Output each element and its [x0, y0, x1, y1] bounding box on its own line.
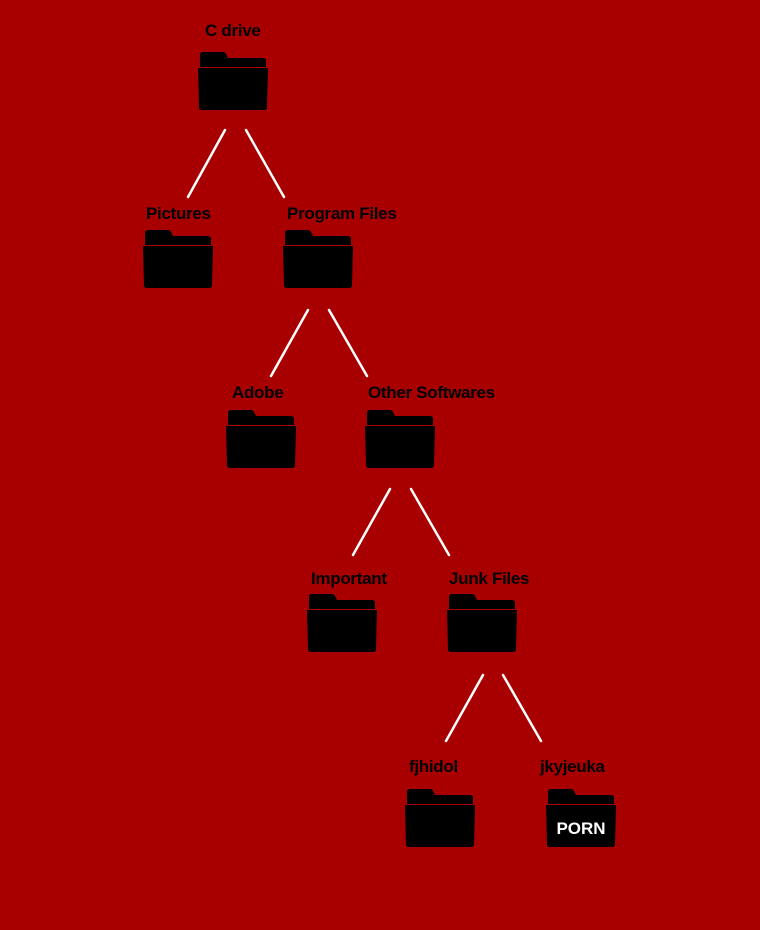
folder-label: Important [311, 569, 387, 588]
tree-edge-program-other [327, 308, 369, 378]
folder-icon[interactable] [446, 593, 518, 653]
tree-edge-root-program [244, 128, 286, 199]
tree-edge-program-adobe [269, 308, 310, 378]
folder-icon[interactable] [282, 229, 354, 289]
folder-icon[interactable]: PORN [545, 788, 617, 848]
tree-edge-other-junk [409, 487, 451, 557]
folder-icon[interactable] [364, 409, 436, 469]
folder-label: Adobe [232, 383, 284, 402]
folder-label: Other Softwares [368, 383, 495, 402]
folder-badge: PORN [556, 819, 605, 838]
tree-edge-junk-fjhidol [444, 673, 485, 743]
tree-edge-junk-jkyjeuka [501, 673, 543, 743]
folder-label: Program Files [287, 204, 397, 223]
folder-label: fjhidol [409, 757, 458, 776]
folder-label: C drive [205, 21, 261, 40]
tree-edge-other-important [351, 487, 392, 557]
folder-icon[interactable] [306, 593, 378, 653]
tree-edge-root-pictures [186, 128, 227, 199]
folder-label: jkyjeuka [540, 757, 605, 776]
folder-label: Junk Files [449, 569, 530, 588]
folder-icon[interactable] [404, 788, 476, 848]
folder-icon[interactable] [225, 409, 297, 469]
folder-icon[interactable] [142, 229, 214, 289]
folder-label: Pictures [146, 204, 211, 223]
folder-icon[interactable] [197, 51, 269, 111]
